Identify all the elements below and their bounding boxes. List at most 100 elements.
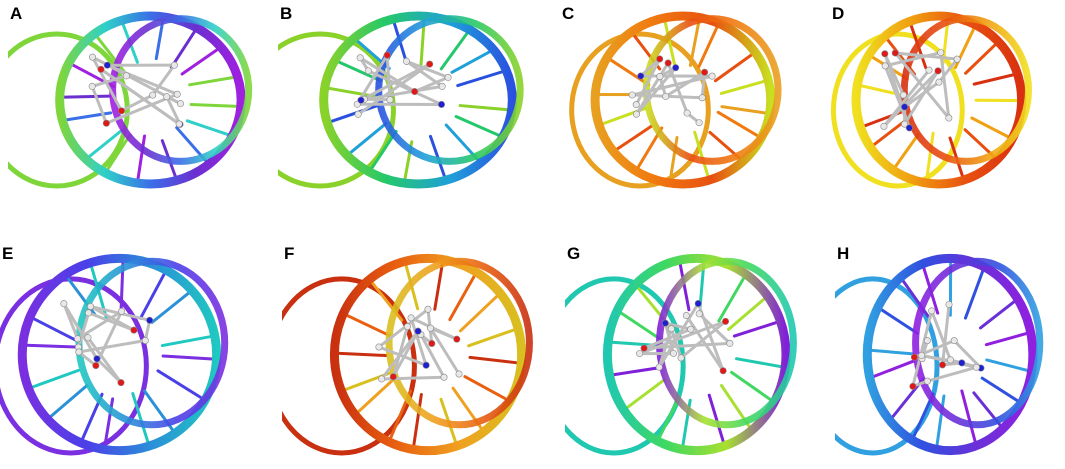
base-pair-stick [411,393,423,451]
ligand-atom [708,72,716,80]
ligand-bond [937,58,959,84]
base-pair-stick [984,330,1033,347]
base-pair-stick [150,288,194,324]
base-pair-stick [730,370,776,404]
ligand-bond [378,345,427,367]
ligand-atom [403,323,411,331]
base-pair-stick [980,376,1023,405]
ligand-bond [639,319,727,355]
ligand-atom [357,96,365,104]
ligand-atom [656,55,664,63]
ligand-atom [923,377,931,385]
ligand-atom [661,319,669,327]
base-pair-stick [142,389,177,435]
base-pair-stick [46,383,89,421]
ligand-atom [636,350,644,358]
base-pair-stick [707,393,727,448]
ligand-atom [92,362,100,370]
base-pair-stick [865,348,915,356]
ligand-atom [880,122,888,130]
helix-backbone-ribbon [385,257,533,429]
ligand-atom [414,327,422,335]
ligand-atom [937,49,945,57]
ligand-atom [75,348,83,356]
helix-backbone-ribbon [319,11,517,189]
helix-backbone-secondary [835,276,940,456]
ligand-bond [926,365,977,383]
base-pair-stick [185,119,234,138]
ligand-atom [117,107,125,115]
ligand-bond [657,328,673,368]
base-pair-stick [720,105,772,116]
ligand-bond [378,308,429,349]
ligand-atom [375,343,383,351]
base-pair-stick [868,359,916,380]
base-pair-stick [924,131,935,185]
ligand-atom [925,66,933,74]
base-pair-stick [605,56,651,87]
dna-render [565,253,797,456]
panel-g: G [565,240,813,469]
panel-label: C [562,4,575,23]
ligand-bond [91,74,127,88]
ligand-atom [672,64,680,72]
ligand-atom [946,356,954,364]
ligand-bond [359,56,416,93]
base-pair-stick [131,392,151,448]
base-pair-stick [439,28,472,71]
helix-backbone-secondary [565,276,686,456]
ligand-atom [402,57,410,65]
ligand-atom [694,300,702,308]
helix-backbone-ribbon [851,11,1027,189]
ligand-atom [386,96,394,104]
ligand-bond [76,310,123,341]
ligand-atom [891,49,899,57]
ligand-atom [383,51,391,59]
ligand-atom [74,335,82,343]
ligand-atom [637,72,645,80]
base-pair-stick [468,355,523,365]
ligand-atom [149,91,157,99]
ligand-atom [440,373,448,381]
base-pair-stick [450,48,495,74]
base-pair-stick [84,129,123,161]
ligand-bond [631,74,713,97]
base-pair-stick [161,354,219,361]
ligand-atom [60,300,68,308]
base-pair-stick [727,294,770,331]
panel-label: B [280,4,293,23]
base-pair-stick [662,16,677,66]
ligand-atom [655,363,663,371]
ligand-bond [894,52,950,119]
base-pair-stick [713,50,757,83]
ligand-bond [903,70,940,125]
ligand-bond [903,80,940,109]
helix-backbone-ribbon [590,11,776,189]
ligand-atom [632,101,640,109]
ligand-atom [719,367,727,375]
ligand-bond [882,69,940,128]
ligand-atom [428,339,436,347]
base-pair-stick [454,115,505,139]
ligand-atom [687,325,695,333]
ligand-bond [62,302,99,360]
ligand-atom [93,355,101,363]
ligand-atom [726,339,734,347]
ligand-atom [935,78,943,86]
base-pair-stick [448,270,478,322]
helix-backbone-secondary [569,31,711,189]
ligand-atom [972,363,980,371]
ligand-bond [419,333,446,378]
base-pair-stick [732,319,782,338]
ligand-bond [405,59,449,79]
base-pair-stick [458,291,502,333]
ligand-atom [664,59,672,67]
base-pair-stick [458,104,514,112]
ligand-atom [683,109,691,117]
ligand-atom [378,375,386,383]
base-pair-stick [978,297,1020,330]
ligand-bond [77,350,97,367]
base-pair-stick [891,132,920,172]
base-pair-stick [963,265,986,320]
dna-render [282,253,533,456]
